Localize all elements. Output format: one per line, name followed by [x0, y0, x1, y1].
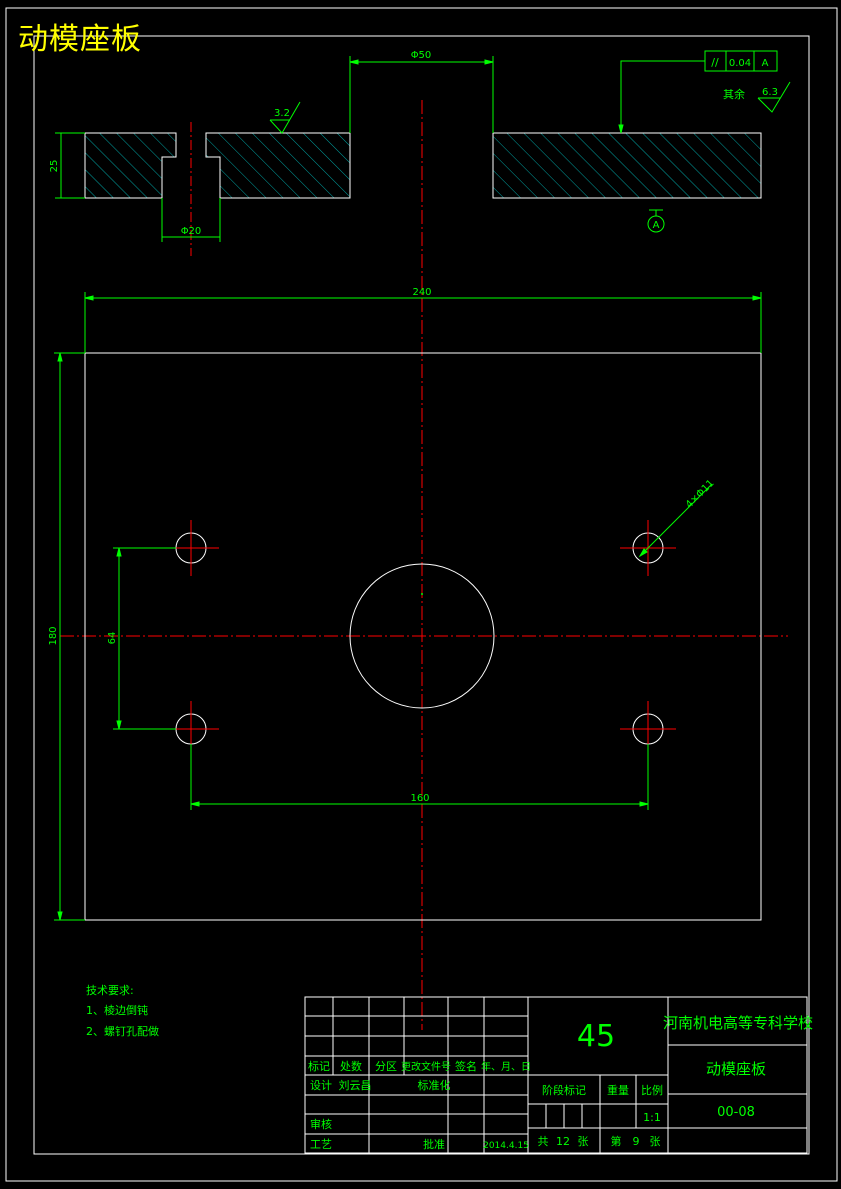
dim-height	[54, 352, 85, 921]
drawing-title: 动模座板	[18, 22, 142, 57]
tb-review: 审核	[310, 1117, 332, 1131]
screw-holes	[163, 520, 676, 757]
tb-header-date: 年、月、日	[481, 1060, 531, 1073]
roughness-face-value: 3.2	[274, 108, 290, 119]
tb-header-zone: 分区	[375, 1060, 397, 1073]
dim-counterbore	[161, 198, 221, 242]
dim-hole-pitch-y	[113, 547, 176, 730]
tolerance-frame	[618, 50, 778, 134]
dim-hole-pitch-x	[190, 744, 649, 810]
tb-header-sign: 签名	[455, 1059, 477, 1073]
tb-scale-label: 比例	[641, 1083, 663, 1097]
tb-sheet-unit: 张	[578, 1135, 589, 1148]
tb-school: 河南机电高等专科学校	[663, 1014, 813, 1032]
dim-hole-pitch-x-label: 160	[410, 793, 429, 804]
title-block	[304, 996, 808, 1154]
holes-leader	[638, 483, 713, 558]
tb-total: 12	[556, 1135, 570, 1148]
tb-total-label: 共	[538, 1135, 549, 1148]
tb-page: 9	[633, 1135, 640, 1148]
tb-header-count: 处数	[340, 1060, 362, 1073]
dim-height-label: 180	[48, 626, 59, 645]
tb-part-name: 动模座板	[706, 1060, 766, 1078]
dim-width-label: 240	[412, 287, 431, 298]
tolerance-symbol: //	[711, 56, 719, 69]
dim-thickness-label: 25	[49, 160, 60, 173]
tb-design-label: 设计	[310, 1079, 332, 1092]
holes-label: 4×Φ11	[684, 478, 717, 511]
tb-scale: 1:1	[643, 1111, 661, 1124]
center-point	[421, 593, 423, 595]
datum-label: A	[653, 220, 660, 231]
tb-date: 2014.4.15	[483, 1141, 529, 1151]
roughness-other-label: 其余	[723, 87, 745, 101]
dim-top-bore	[349, 56, 494, 133]
tb-designer: 刘云昌	[339, 1079, 372, 1092]
tb-process: 工艺	[310, 1138, 332, 1151]
dim-width	[84, 292, 762, 353]
dim-hole-pitch-y-label: 64	[107, 632, 118, 645]
tb-page-unit: 张	[650, 1135, 661, 1148]
roughness-other-value: 6.3	[762, 87, 778, 98]
tb-page-label: 第	[611, 1134, 622, 1148]
tb-stage-mark: 阶段标记	[542, 1083, 586, 1097]
dim-thickness	[55, 132, 85, 199]
tolerance-datum: A	[762, 58, 769, 69]
outer-frame	[5, 7, 838, 1182]
notes-heading: 技术要求:	[86, 984, 134, 997]
notes-line1: 1、棱边倒钝	[86, 1003, 148, 1017]
tb-weight: 重量	[607, 1083, 629, 1097]
tb-header-change: 更改文件号	[401, 1060, 451, 1073]
plate-outline	[84, 352, 762, 921]
tb-standardization: 标准化	[418, 1078, 451, 1092]
datum-symbol	[647, 209, 665, 233]
dim-counterbore-label: Φ20	[181, 226, 202, 237]
inner-frame	[33, 35, 810, 1155]
roughness-face-symbol	[269, 101, 301, 134]
center-bore	[349, 563, 495, 709]
dim-top-bore-label: Φ50	[411, 50, 432, 61]
hatch-right	[493, 133, 761, 198]
tb-drawing-no: 00-08	[717, 1105, 755, 1120]
notes-line2: 2、螺钉孔配做	[86, 1024, 159, 1038]
tolerance-value: 0.04	[729, 58, 751, 69]
roughness-other-symbol	[757, 81, 791, 113]
tb-approve: 批准	[423, 1137, 445, 1151]
tb-material: 45	[577, 1019, 615, 1054]
tb-header-mark: 标记	[308, 1059, 330, 1073]
section-view	[84, 132, 762, 199]
